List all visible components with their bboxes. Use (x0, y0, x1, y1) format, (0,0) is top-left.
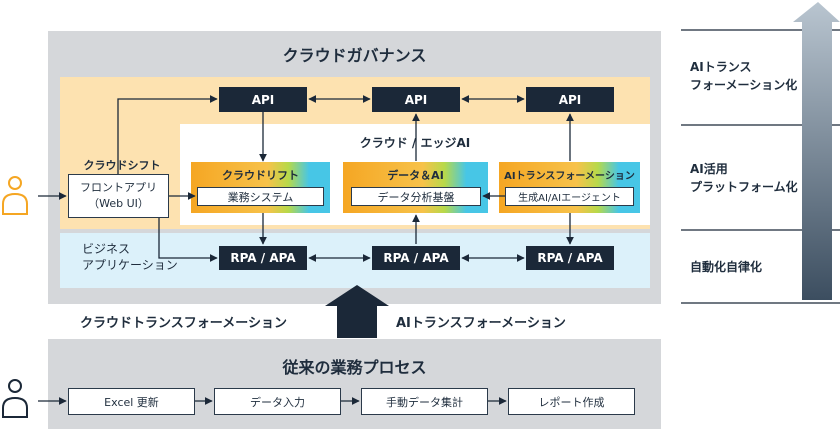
process-step-aggregation: 手動データ集計 (361, 388, 488, 415)
edge-ai-title: クラウド / エッジAI (359, 136, 471, 150)
ai-transformation-label: AIトランスフォーメーション (396, 316, 566, 331)
ai-transformation-title: AIトランスフォーメーション (504, 171, 635, 182)
level-ai-platform: AI活用 プラットフォーム化 (690, 162, 798, 194)
business-app-label: ビジネス アプリケーション (82, 242, 178, 272)
data-ai-title: データ＆AI (387, 169, 444, 182)
api-box-3: API (526, 87, 614, 112)
user-icon-top (2, 176, 28, 215)
api-box-2: API (372, 87, 460, 112)
cloud-shift-label: クラウドシフト (83, 159, 161, 172)
cloud-lift-sub: 業務システム (197, 187, 324, 206)
rpa-box-1: RPA / APA (219, 246, 307, 270)
front-app-box: フロントアプリ （Web UI） (68, 174, 169, 218)
cloud-lift-title: クラウドリフト (222, 169, 299, 182)
legacy-process-title: 従来の業務プロセス (282, 358, 427, 377)
api-box-1: API (219, 87, 307, 112)
maturity-up-arrow (793, 2, 840, 300)
process-step-excel: Excel 更新 (68, 388, 195, 415)
cloud-transformation-label: クラウドトランスフォーメーション (80, 316, 287, 331)
data-ai-sub: データ分析基盤 (351, 187, 481, 206)
level-automation: 自動化自律化 (690, 260, 763, 274)
process-step-data-entry: データ入力 (214, 388, 341, 415)
user-icon-bottom (2, 379, 28, 418)
ai-transformation-sub: 生成AI/AIエージェント (505, 187, 634, 206)
rpa-box-3: RPA / APA (526, 246, 614, 270)
cloud-governance-title: クラウドガバナンス (282, 46, 427, 65)
rpa-box-2: RPA / APA (372, 246, 460, 270)
process-step-report: レポート作成 (508, 388, 635, 415)
level-ai-transformation: AIトランス フォーメーション化 (690, 60, 798, 92)
transformation-up-arrow (325, 285, 389, 338)
